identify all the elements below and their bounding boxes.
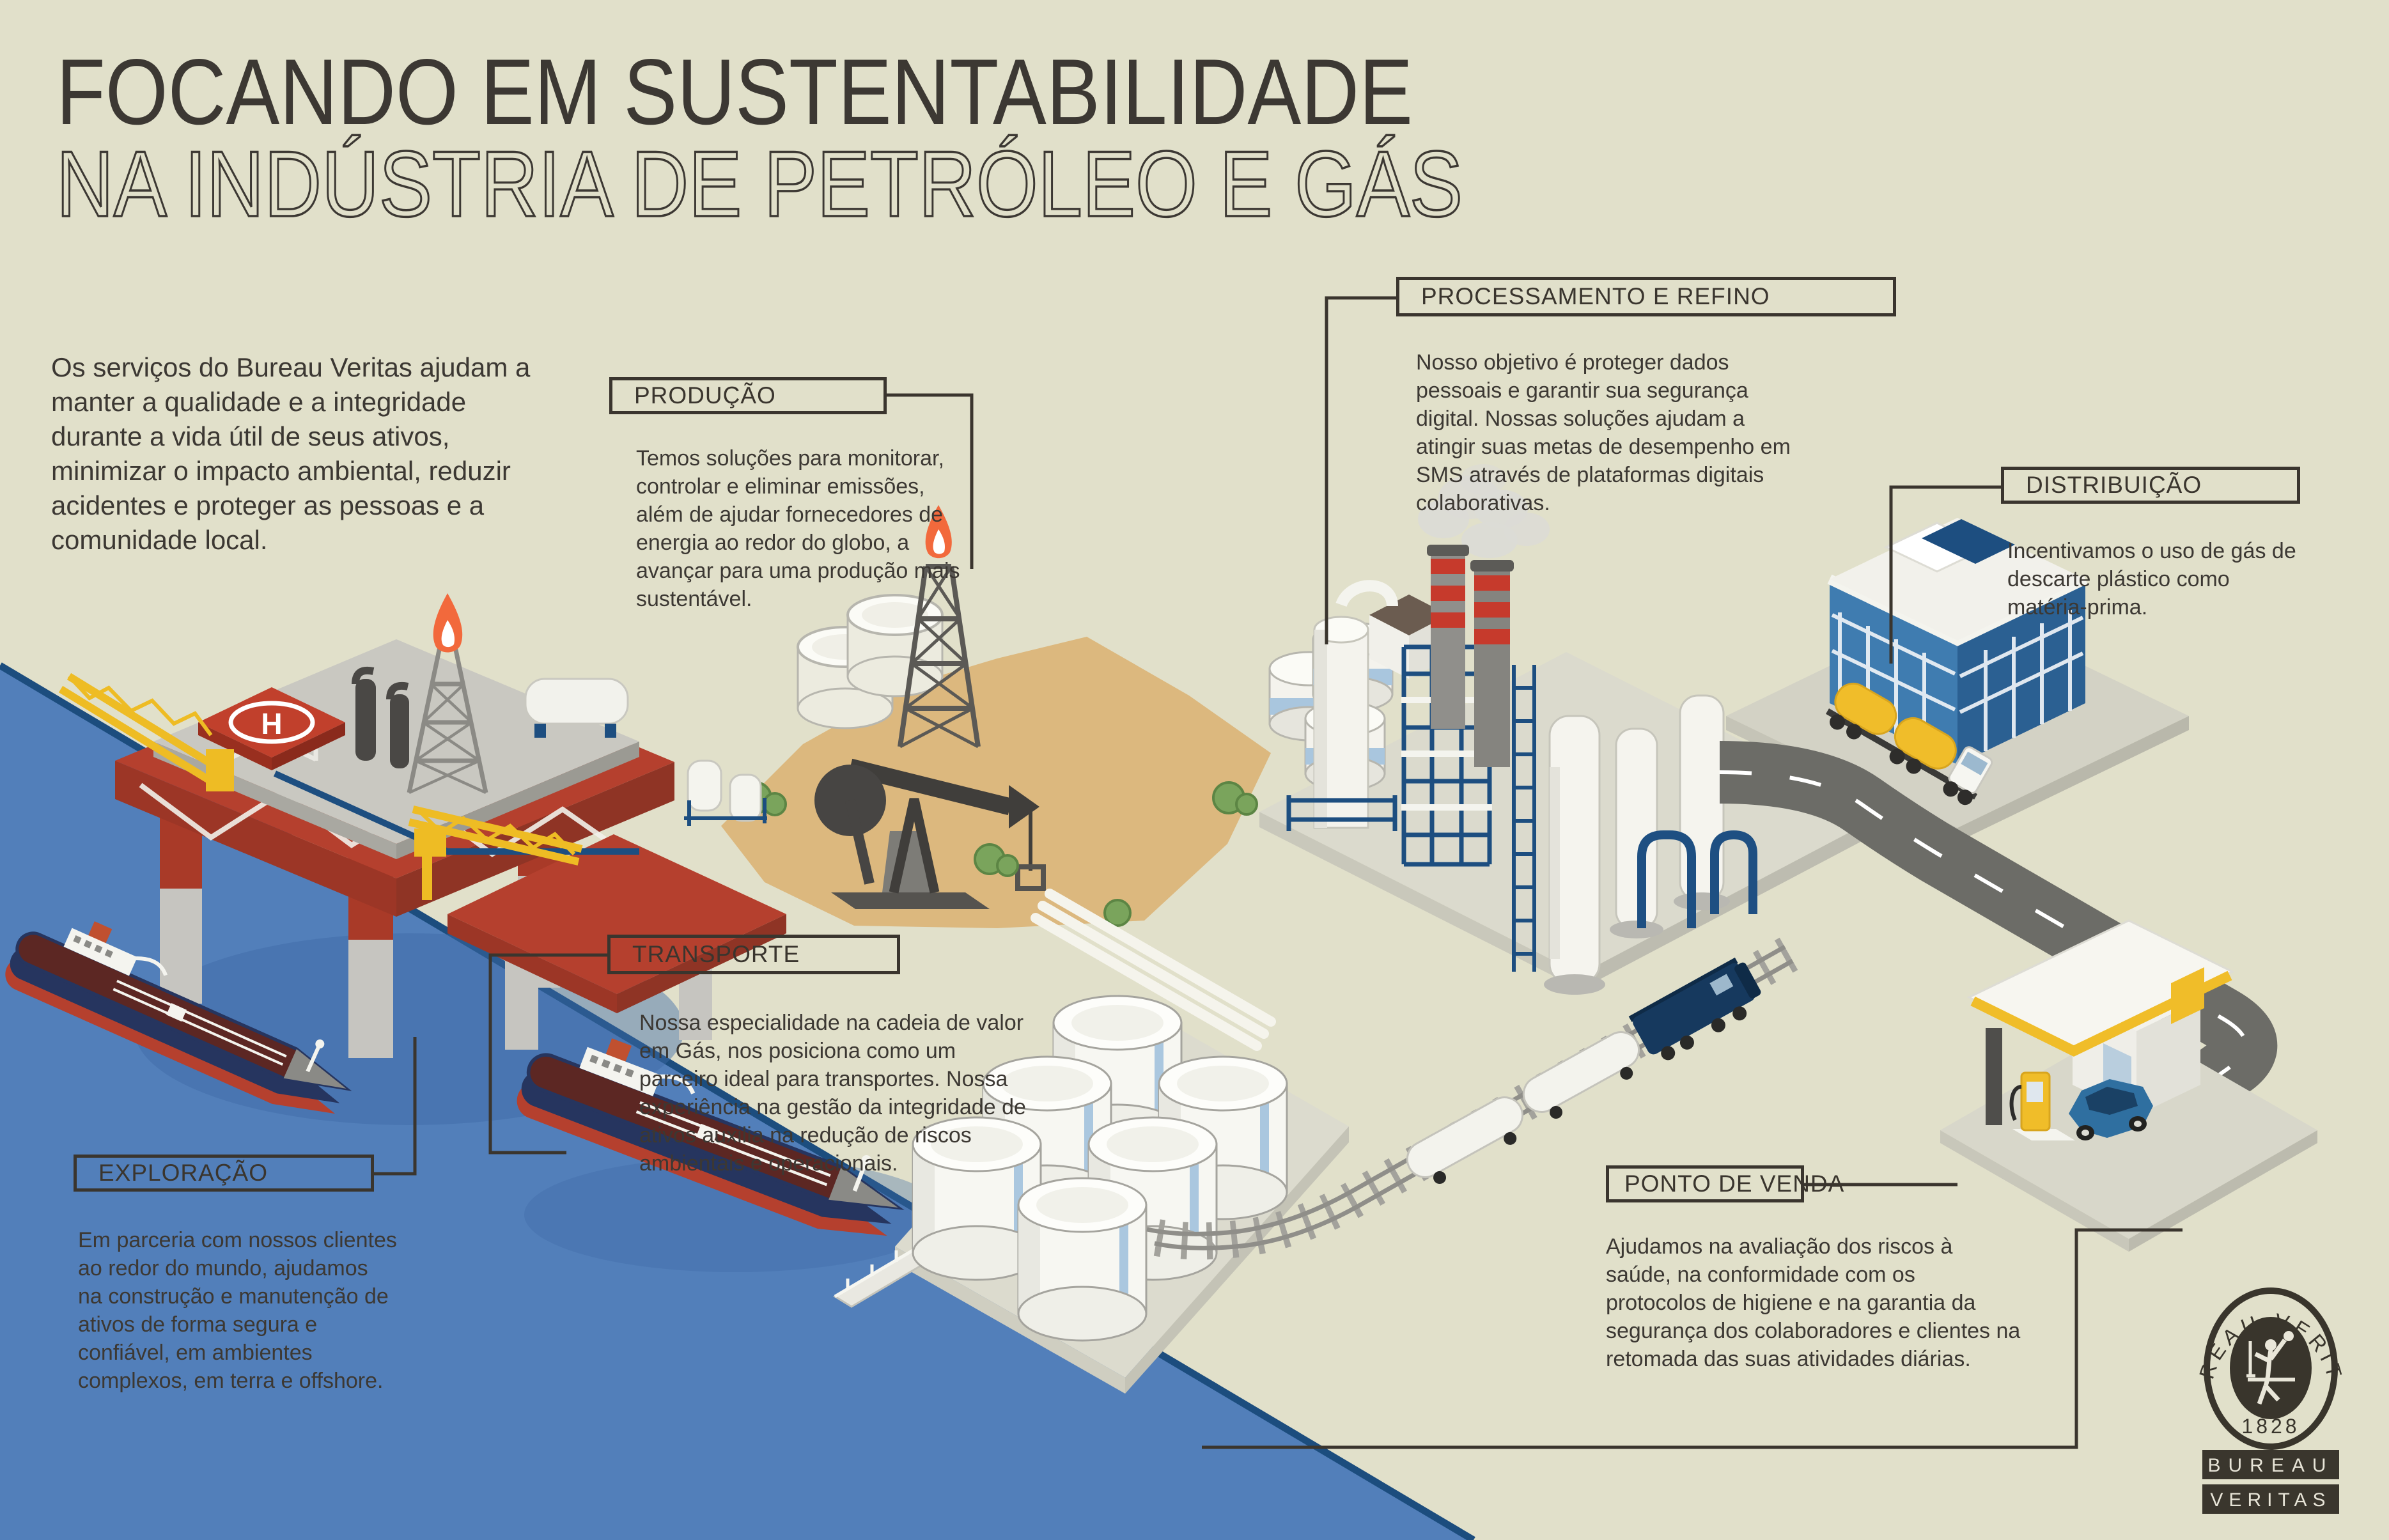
section-label-transporte: TRANSPORTE <box>607 935 900 974</box>
connector-distribuicao <box>1889 485 2001 664</box>
flame-icon <box>433 593 463 653</box>
section-body-ponto-de-venda: Ajudamos na avaliação dos riscos à saúde… <box>1606 1234 2021 1371</box>
section-body-processamento: Nosso objetivo é proteger dados pessoais… <box>1416 350 1791 515</box>
title-line-2: NA INDÚSTRIA DE PETRÓLEO E GÁS <box>56 132 1463 236</box>
smokestack <box>1427 545 1469 729</box>
road-dashes <box>1719 770 2248 1146</box>
smokestack <box>1470 560 1514 767</box>
production-field <box>721 505 1276 1051</box>
section-label-producao: PRODUÇÃO <box>609 377 887 414</box>
smoke <box>1418 464 1550 558</box>
canopy-column <box>1986 1028 2002 1125</box>
freight-train <box>1406 957 1761 1184</box>
section-body-transporte: Nossa especialidade na cadeia de valor e… <box>639 1011 1026 1176</box>
connector-producao <box>887 393 974 569</box>
connector-logo <box>1202 1228 2183 1449</box>
helipad-letter: H <box>261 707 282 740</box>
connector-processamento <box>1325 296 1396 644</box>
section-label-exploracao: EXPLORAÇÃO <box>74 1155 374 1192</box>
truck-cab <box>1948 746 1993 795</box>
locomotive <box>1628 957 1761 1061</box>
refinery <box>1259 464 1886 995</box>
connector-lines <box>374 296 2183 1449</box>
offshore-platform: H <box>58 593 786 1058</box>
pipeline <box>1031 889 1276 1051</box>
connector-exploracao <box>374 1037 417 1176</box>
tank-car <box>1522 1031 1640 1119</box>
connector-transporte <box>488 953 607 1155</box>
production-tank <box>846 594 944 697</box>
section-label-processamento: PROCESSAMENTO E REFINO <box>1396 277 1896 316</box>
road <box>1719 741 2277 1170</box>
page-title: FOCANDO EM SUSTENTABILIDADE NA INDÚSTRIA… <box>55 40 1464 237</box>
station-sign <box>2171 967 2204 1024</box>
railway <box>1146 937 1798 1260</box>
pumpjack <box>814 758 1046 909</box>
title-line-1: FOCANDO EM SUSTENTABILIDADE <box>56 40 1413 144</box>
tanker-truck <box>1826 682 1993 805</box>
pump-hose <box>2009 1085 2022 1121</box>
section-label-ponto-de-venda: PONTO DE VENDA <box>1606 1165 1844 1202</box>
fuel-pump <box>2009 1071 2075 1140</box>
distillation-column <box>1286 616 1397 831</box>
intro-paragraph: Os serviços do Bureau Veritas ajudam a m… <box>51 352 531 555</box>
section-label-distribuicao: DISTRIBUIÇÃO <box>2001 467 2300 504</box>
white-column <box>1544 715 1605 995</box>
canopy-roof <box>1966 919 2235 1057</box>
crane-icon <box>58 673 583 900</box>
truck-wheels <box>1830 714 1973 805</box>
car <box>2069 1079 2153 1140</box>
roof-panel <box>1922 519 2015 564</box>
helipad: H <box>198 687 345 770</box>
section-body-producao: Temos soluções para monitorar, controlar… <box>636 446 960 611</box>
platform-derrick <box>407 593 488 795</box>
tank-car <box>1406 1096 1524 1184</box>
white-column <box>1610 727 1663 938</box>
white-pipe <box>1335 580 1398 607</box>
logo-year: 1828 <box>2241 1415 2300 1438</box>
pipe-arches <box>1637 830 1757 928</box>
logo-bar-bureau: BUREAU <box>2207 1455 2333 1476</box>
section-body-distribuicao: Incentivamos o uso de gás de descarte pl… <box>2007 539 2296 619</box>
lattice-mast <box>1512 665 1536 972</box>
deck-equipment <box>273 667 767 855</box>
logo-figure <box>2246 1331 2295 1405</box>
section-body-exploracao: Em parceria com nossos clientes ao redor… <box>78 1228 397 1393</box>
gas-station <box>1940 919 2317 1252</box>
derrick-tower <box>898 505 981 749</box>
flame-icon <box>925 505 952 559</box>
logo-bar-veritas: VERITAS <box>2210 1489 2331 1511</box>
window-grid <box>1831 610 2084 754</box>
